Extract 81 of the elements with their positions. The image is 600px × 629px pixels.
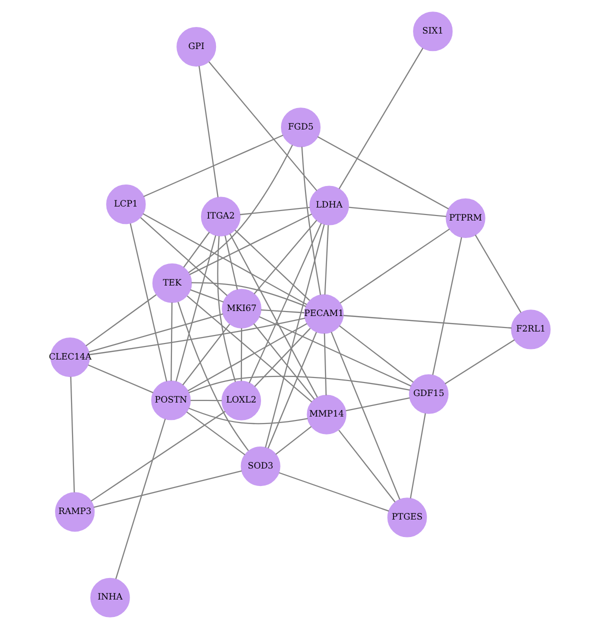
connector (198, 66, 218, 198)
connector (345, 397, 410, 412)
connector (216, 236, 236, 382)
connector (186, 411, 245, 456)
node-circle: LOXL2 (220, 380, 261, 420)
connector (444, 339, 514, 384)
connector (114, 418, 166, 580)
connector (324, 225, 328, 295)
connector (175, 235, 216, 382)
connector (182, 324, 230, 386)
connector (342, 314, 512, 329)
connector (252, 323, 314, 400)
connector (142, 213, 306, 305)
connector (338, 48, 423, 190)
connector (348, 206, 446, 217)
connector (87, 364, 153, 394)
connector (88, 318, 305, 356)
node-circle: FGD5 (280, 108, 320, 148)
connector (186, 295, 312, 402)
connector (188, 376, 410, 394)
connector (278, 472, 389, 512)
connector (208, 61, 317, 191)
connector (323, 333, 326, 396)
connector (177, 302, 248, 452)
connector (253, 220, 317, 294)
node-circle: POSTN (150, 380, 190, 420)
connector (190, 289, 224, 303)
connector (190, 400, 222, 402)
connector (140, 217, 227, 296)
connector (182, 232, 210, 268)
connector (85, 294, 156, 346)
node-circle: SIX1 (412, 12, 452, 52)
connector (258, 316, 411, 387)
connector (474, 234, 521, 313)
connector (90, 410, 226, 502)
connector (254, 328, 310, 387)
connector (264, 224, 324, 448)
node-circle: CLEC14A (50, 338, 90, 378)
connector (274, 426, 312, 455)
connector (93, 470, 242, 508)
node-circle: GPI (176, 26, 216, 67)
connector (228, 233, 318, 398)
node-circle: MMP14 (306, 394, 346, 434)
node-circle: INHA (90, 578, 130, 618)
connector (187, 323, 307, 392)
connector (70, 376, 74, 492)
node-circle: LDHA (308, 186, 349, 226)
connector (188, 144, 292, 274)
connector (316, 136, 448, 210)
connector (190, 282, 306, 307)
node-circle: ITGA2 (200, 196, 240, 236)
connector (300, 146, 321, 295)
connector (240, 328, 242, 382)
node-circle: GDF15 (408, 374, 448, 414)
connector (248, 223, 322, 384)
node-circle: PTPRM (445, 198, 485, 238)
node-circle: F2RL1 (510, 310, 550, 350)
connector (224, 236, 238, 290)
connector (260, 309, 304, 314)
connector (267, 332, 316, 448)
connector (409, 413, 426, 498)
node-circle: TEK (152, 263, 192, 303)
node-circle: LCP1 (106, 184, 146, 224)
connector (330, 332, 400, 500)
connector (338, 430, 396, 502)
connector (234, 230, 310, 301)
connector (129, 223, 167, 382)
node-circle: MKI67 (221, 288, 261, 328)
node-circle: PECAM1 (304, 294, 344, 334)
connector (338, 325, 414, 383)
connector (239, 206, 310, 216)
connector (188, 408, 308, 424)
node-circle: SOD3 (240, 446, 280, 486)
connector (432, 237, 462, 376)
connector (170, 302, 172, 381)
connector (188, 214, 312, 276)
connector (339, 228, 450, 304)
connector (142, 134, 283, 198)
node-circle: RAMP3 (54, 492, 94, 532)
connector (88, 313, 223, 353)
node-circle: PTGES (386, 498, 426, 538)
